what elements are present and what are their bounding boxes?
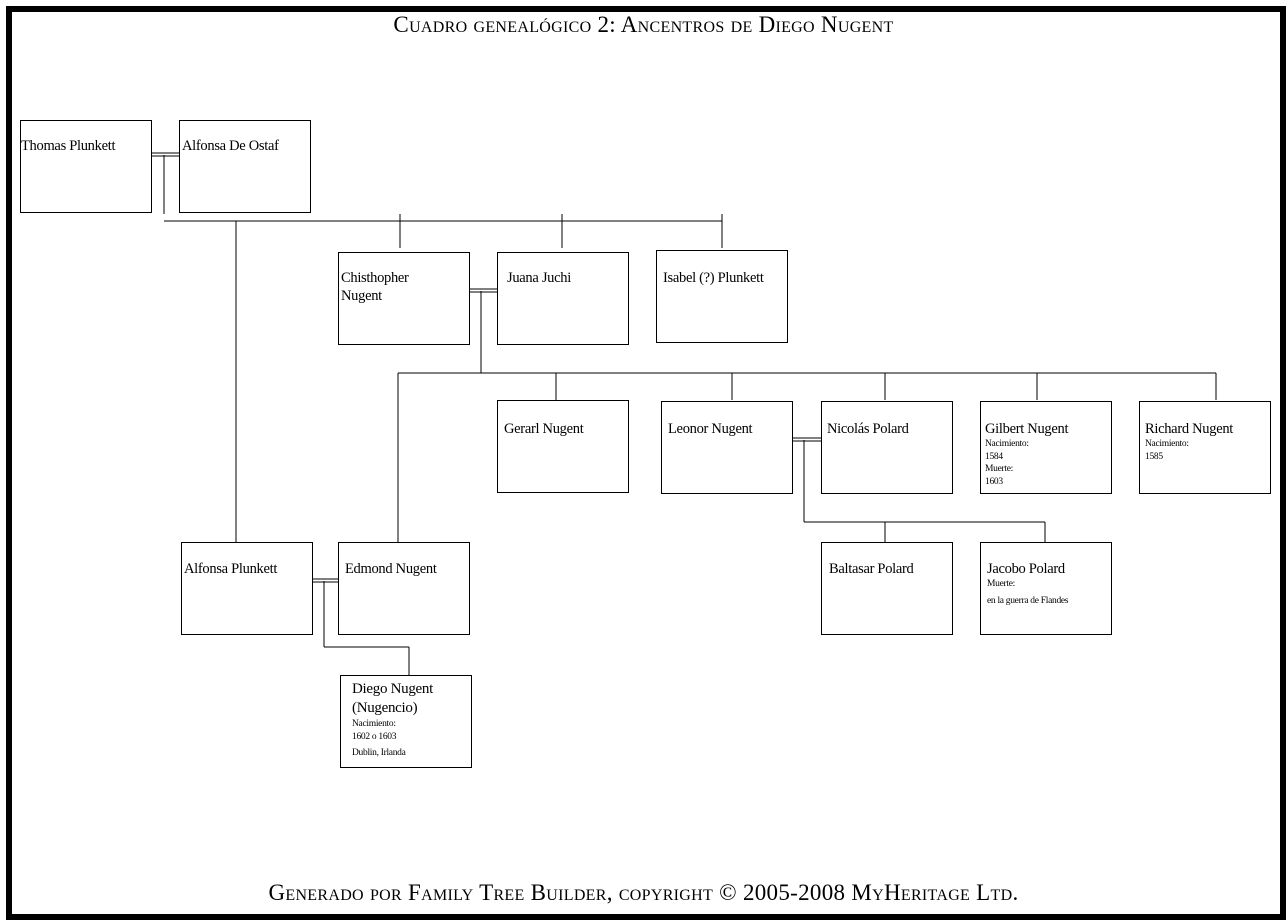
person-alfonsa-plunkett[interactable]: Alfonsa Plunkett <box>181 542 313 635</box>
person-name: Thomas Plunkett <box>21 138 116 154</box>
person-name: Leonor Nugent <box>668 421 753 437</box>
person-thomas-plunkett[interactable]: Thomas Plunkett <box>20 120 152 213</box>
person-edmond-nugent[interactable]: Edmond Nugent <box>338 542 470 635</box>
person-chisthopher-nugent[interactable]: Chisthopher Nugent <box>338 252 470 345</box>
birth-label: Nacimiento: <box>352 719 396 729</box>
birth-date: 1585 <box>1145 451 1163 462</box>
person-name: Richard Nugent <box>1145 421 1234 437</box>
birth-label: Nacimiento: <box>1145 439 1189 449</box>
person-name: Diego Nugent (Nugencio) <box>352 681 433 716</box>
death-date: 1603 <box>985 476 1003 487</box>
person-name: Edmond Nugent <box>345 561 437 577</box>
chart-title: Cuadro genealógico 2: Ancentros de Diego… <box>393 12 894 37</box>
person-name: Gerarl Nugent <box>504 421 584 437</box>
person-baltasar-polard[interactable]: Baltasar Polard <box>821 542 953 635</box>
birth-date: 1602 o 1603 <box>352 731 397 742</box>
person-name: Baltasar Polard <box>829 561 914 577</box>
birth-date: 1584 <box>985 451 1003 462</box>
person-gilbert-nugent[interactable]: Gilbert Nugent Nacimiento: 1584 Muerte: … <box>980 401 1112 494</box>
person-alfonsa-de-ostaf[interactable]: Alfonsa De Ostaf <box>179 120 311 213</box>
person-isabel-plunkett[interactable]: Isabel (?) Plunkett <box>656 250 788 343</box>
death-label: Muerte: <box>987 579 1015 589</box>
page-frame <box>6 6 1286 920</box>
person-name: Juana Juchi <box>507 270 571 286</box>
birth-place: Dublin, Irlanda <box>352 748 406 758</box>
person-name: Isabel (?) Plunkett <box>663 270 764 286</box>
person-leonor-nugent[interactable]: Leonor Nugent <box>661 401 793 494</box>
footer-copyright: Generado por Family Tree Builder, copyri… <box>268 880 1019 905</box>
person-juana-juchi[interactable]: Juana Juchi <box>497 252 629 345</box>
person-name: Nicolás Polard <box>827 421 909 437</box>
birth-label: Nacimiento: <box>985 439 1029 449</box>
death-place: en la guerra de Flandes <box>987 595 1069 606</box>
person-name: Chisthopher Nugent <box>341 270 409 304</box>
person-name: Alfonsa Plunkett <box>184 561 278 577</box>
person-jacobo-polard[interactable]: Jacobo Polard Muerte: en la guerra de Fl… <box>980 542 1112 635</box>
person-diego-nugent[interactable]: Diego Nugent (Nugencio) Nacimiento: 1602… <box>340 675 472 768</box>
death-label: Muerte: <box>985 464 1013 474</box>
person-nicolas-polard[interactable]: Nicolás Polard <box>821 401 953 494</box>
person-gerarl-nugent[interactable]: Gerarl Nugent <box>497 400 629 493</box>
person-name: Alfonsa De Ostaf <box>182 138 279 154</box>
person-name: Gilbert Nugent <box>985 421 1069 437</box>
person-richard-nugent[interactable]: Richard Nugent Nacimiento: 1585 <box>1139 401 1271 494</box>
person-name: Jacobo Polard <box>987 561 1065 577</box>
